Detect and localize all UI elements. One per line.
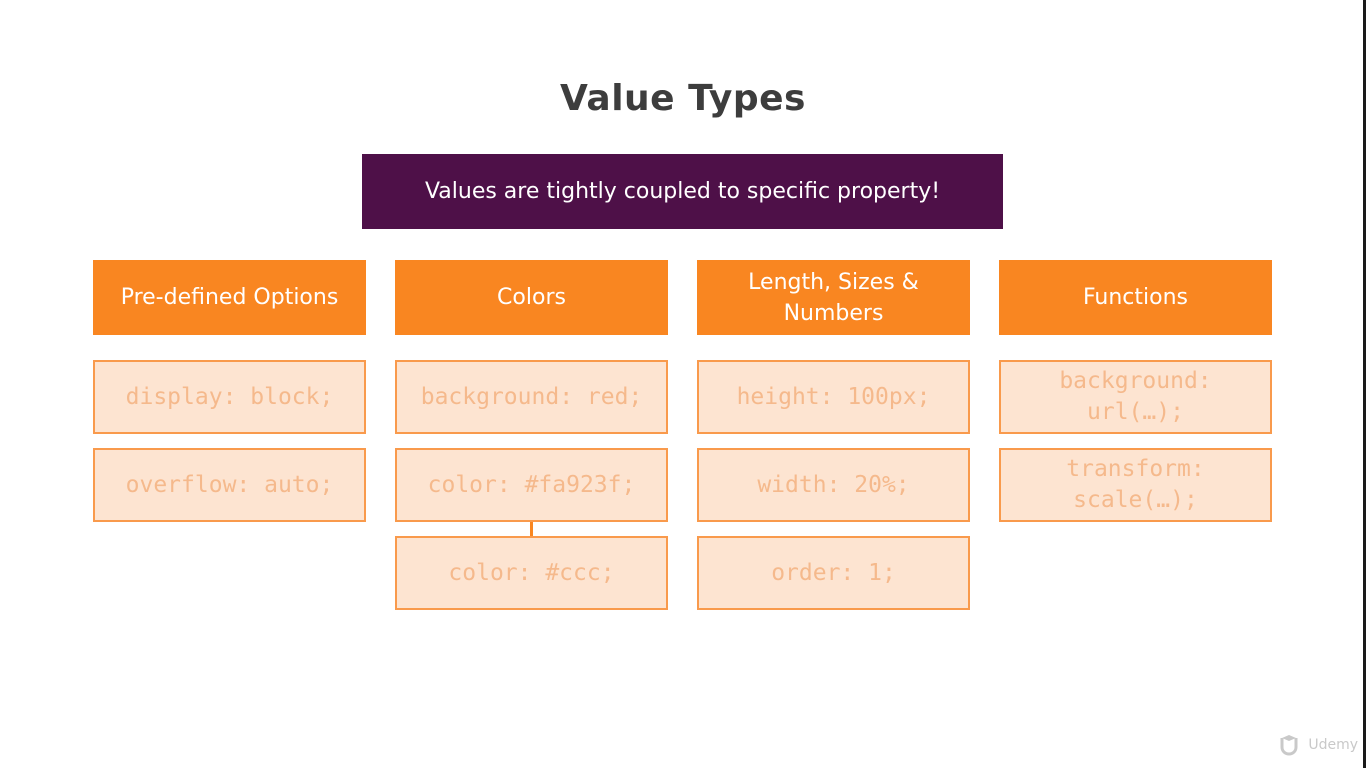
value-box: color: #fa923f; <box>395 448 668 522</box>
banner: Values are tightly coupled to specific p… <box>362 154 1003 229</box>
value-box: order: 1; <box>697 536 970 610</box>
slide-title: Value Types <box>560 78 806 119</box>
udemy-logo-icon <box>1280 735 1298 756</box>
window-edge <box>1363 0 1366 768</box>
value-box: background: red; <box>395 360 668 434</box>
value-box: display: block; <box>93 360 366 434</box>
udemy-logo: Udemy <box>1279 734 1358 756</box>
value-box: background: url(…); <box>999 360 1272 434</box>
value-box: width: 20%; <box>697 448 970 522</box>
value-box: height: 100px; <box>697 360 970 434</box>
banner-text: Values are tightly coupled to specific p… <box>424 179 941 204</box>
header-predefined-options: Pre-defined Options <box>93 260 366 335</box>
header-functions: Functions <box>999 260 1272 335</box>
value-box: transform: scale(…); <box>999 448 1272 522</box>
header-colors: Colors <box>395 260 668 335</box>
value-box: color: #ccc; <box>395 536 668 610</box>
header-length-sizes-numbers: Length, Sizes & Numbers <box>697 260 970 335</box>
udemy-logo-text: Udemy <box>1308 737 1358 753</box>
value-box: overflow: auto; <box>93 448 366 522</box>
connector-line <box>530 522 533 536</box>
